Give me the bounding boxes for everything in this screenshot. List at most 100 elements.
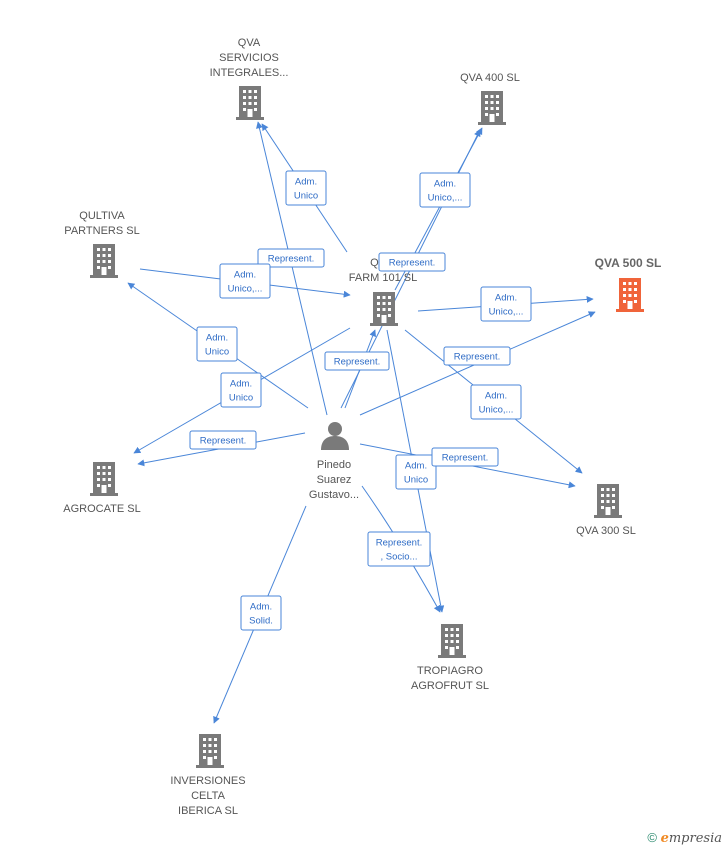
edge-label-box <box>257 248 325 268</box>
edge-label-adm-unico-tropiagro[interactable]: Adm. Unico <box>395 454 437 490</box>
edge-label-box <box>378 252 446 272</box>
edge-label-box <box>367 531 431 567</box>
building-icon <box>90 244 118 278</box>
edge-label-adm-unico-agrocate[interactable]: Adm. Unico <box>220 372 262 408</box>
edge-label-represent-qva300[interactable]: Represent. <box>431 447 499 467</box>
node-label: Pinedo <box>317 459 351 471</box>
edge-label-text: Adm. <box>434 179 456 190</box>
edge-label-text: Unico <box>205 347 229 358</box>
edge-label-text: Unico <box>229 393 253 404</box>
edge-label-text: Unico,... <box>489 307 524 318</box>
edge-label-adm-unico-servicios[interactable]: Adm. Unico <box>285 170 327 206</box>
node-label: Gustavo... <box>309 489 359 501</box>
edge-label-box <box>324 351 390 371</box>
edge-label-box <box>220 372 262 408</box>
node-label: INVERSIONES <box>170 775 245 787</box>
node-label: TROPIAGRO <box>417 665 483 677</box>
footer-brand: © empresia <box>647 830 722 846</box>
node-inversiones[interactable]: INVERSIONES CELTA IBERICA SL <box>170 734 246 817</box>
person-icon <box>321 422 349 450</box>
building-icon <box>594 484 622 518</box>
node-qva-servicios[interactable]: QVASERVICIOSINTEGRALES... <box>210 37 289 120</box>
edge-label-text: Unico,... <box>479 405 514 416</box>
edge-label-box <box>480 286 532 322</box>
brand-logo: empresia <box>660 831 722 846</box>
building-icon <box>438 624 466 658</box>
edge-label-represent-servicios[interactable]: Represent. <box>257 248 325 268</box>
building-icon <box>616 278 644 312</box>
edge-label-text: Adm. <box>230 379 252 390</box>
node-qva-400[interactable]: QVA 400 SL <box>460 72 520 125</box>
edge-label-represent-qu[interactable]: Represent. <box>378 252 446 272</box>
edge-label-box <box>219 263 271 299</box>
edges-layer <box>127 121 596 724</box>
edge-label-represent-agrocate[interactable]: Represent. <box>189 430 257 450</box>
edge-label-box <box>189 430 257 450</box>
edge-label-box <box>285 170 327 206</box>
node-label: QULTIVA <box>79 210 125 222</box>
node-tropiagro[interactable]: TROPIAGRO AGROFRUT SL <box>411 624 489 692</box>
node-label: PARTNERS SL <box>64 225 139 237</box>
edge-label-text: Unico,... <box>228 284 263 295</box>
edge-label-adm-unico-qultiva[interactable]: Adm. Unico <box>196 326 238 362</box>
node-qva-500[interactable]: QVA 500 SL <box>595 256 662 312</box>
node-qva-300[interactable]: QVA 300 SL <box>576 484 636 537</box>
building-icon <box>196 734 224 768</box>
edge-label-represent-farm-person[interactable]: Represent. <box>324 351 390 371</box>
edge-label-text: Unico <box>294 191 318 202</box>
node-label: QVA <box>238 37 261 49</box>
edge-label-text: Represent. <box>442 453 488 464</box>
edge-label-text: Adm. <box>485 391 507 402</box>
node-label: AGROCATE SL <box>63 503 140 515</box>
edge-label-box <box>240 595 282 631</box>
edge-label-text: Adm. <box>295 177 317 188</box>
edge-label-represent-qva500[interactable]: Represent. <box>443 346 511 366</box>
building-icon <box>236 86 264 120</box>
node-label: Suarez <box>317 474 352 486</box>
edge-label-adm-unico-qva400[interactable]: Adm. Unico,... <box>419 172 471 208</box>
edge-label-adm-unico-qva500[interactable]: Adm. Unico,... <box>480 286 532 322</box>
node-label: IBERICA SL <box>178 805 238 817</box>
edge-label-box <box>196 326 238 362</box>
building-icon <box>90 462 118 496</box>
edge-label-represent-socio-tropiagro[interactable]: Represent. , Socio... <box>367 531 431 567</box>
edge-labels-layer: Adm.UnicoRepresent.Adm.Unico,...Represen… <box>189 170 532 631</box>
node-label: QVA 300 SL <box>576 525 636 537</box>
node-qultiva-partners[interactable]: QULTIVA PARTNERS SL <box>64 210 140 278</box>
edge-label-text: Adm. <box>206 333 228 344</box>
building-icon <box>478 91 506 125</box>
edge-label-text: Adm. <box>250 602 272 613</box>
edge-label-text: , Socio... <box>381 552 418 563</box>
edge-label-text: Adm. <box>495 293 517 304</box>
edge-line <box>256 121 328 416</box>
node-pinedo[interactable]: PinedoSuarezGustavo... <box>309 422 359 501</box>
node-label: CELTA <box>191 790 225 802</box>
edge-label-box <box>419 172 471 208</box>
edge-label-text: Adm. <box>405 461 427 472</box>
edge-label-box <box>395 454 437 490</box>
edge-label-adm-unico-qultiva-farm[interactable]: Adm. Unico,... <box>219 263 271 299</box>
edge-label-adm-solid-inversiones[interactable]: Adm. Solid. <box>240 595 282 631</box>
edge-label-text: Represent. <box>376 538 422 549</box>
node-label: QVA 500 SL <box>595 256 662 270</box>
edge-label-text: Represent. <box>334 357 380 368</box>
edge-label-text: Unico,... <box>428 193 463 204</box>
edge-label-box <box>431 447 499 467</box>
node-label: AGROFRUT SL <box>411 680 489 692</box>
edge-label-text: Adm. <box>234 270 256 281</box>
edge-label-text: Represent. <box>200 436 246 447</box>
building-icon <box>370 292 398 326</box>
node-label: FARM 101 SL <box>349 272 417 284</box>
edge-label-box <box>470 384 522 420</box>
edge-label-text: Unico <box>404 475 428 486</box>
node-agrocate[interactable]: AGROCATE SL <box>63 462 141 515</box>
edge-label-box <box>443 346 511 366</box>
edge-label-text: Represent. <box>389 258 435 269</box>
edge-label-text: Represent. <box>454 352 500 363</box>
edge-label-adm-unico-qva300[interactable]: Adm. Unico,... <box>470 384 522 420</box>
copyright-icon: © <box>647 830 657 845</box>
node-label: QVA 400 SL <box>460 72 520 84</box>
edge-label-text: Solid. <box>249 616 273 627</box>
